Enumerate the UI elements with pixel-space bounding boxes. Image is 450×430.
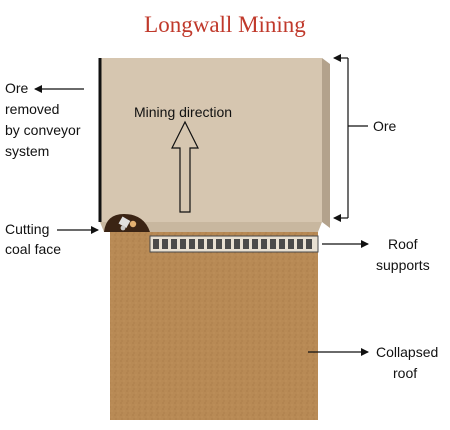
ore-removed-line-1: Ore bbox=[5, 80, 29, 96]
roof-support-block bbox=[171, 239, 177, 249]
roof-support-block bbox=[180, 239, 186, 249]
roof-supports bbox=[149, 235, 319, 253]
shearer-icon bbox=[104, 214, 150, 232]
roof-support-block bbox=[252, 239, 258, 249]
roof-support-block bbox=[216, 239, 222, 249]
roof-supports-label: Roof supports bbox=[376, 236, 430, 273]
roof-support-block bbox=[225, 239, 231, 249]
roof-support-block bbox=[198, 239, 204, 249]
cutting-coal-face-line-1: Cutting bbox=[5, 221, 49, 237]
collapsed-roof-area bbox=[110, 232, 318, 420]
roof-support-block bbox=[234, 239, 240, 249]
roof-supports-line-1: Roof bbox=[388, 236, 418, 252]
ore-removed-line-3: by conveyor bbox=[5, 122, 81, 138]
collapsed-roof-line-2: roof bbox=[393, 365, 417, 381]
mining-direction-label: Mining direction bbox=[134, 104, 232, 120]
roof-support-block bbox=[153, 239, 159, 249]
roof-support-block bbox=[261, 239, 267, 249]
roof-support-block bbox=[162, 239, 168, 249]
roof-support-block bbox=[297, 239, 303, 249]
cutting-coal-face-line-2: coal face bbox=[5, 241, 61, 257]
ore-removed-line-2: removed bbox=[5, 101, 59, 117]
roof-support-block bbox=[306, 239, 312, 249]
roof-support-block bbox=[243, 239, 249, 249]
ore-block bbox=[100, 58, 330, 232]
collapsed-roof-label: Collapsed roof bbox=[376, 344, 442, 381]
diagram-title: Longwall Mining bbox=[144, 12, 306, 37]
ore-removed-line-4: system bbox=[5, 143, 49, 159]
cutting-coal-face-label: Cutting coal face bbox=[5, 221, 61, 257]
collapsed-roof-line-1: Collapsed bbox=[376, 344, 438, 360]
ore-removed-label: Ore removed by conveyor system bbox=[5, 80, 84, 159]
roof-support-block bbox=[270, 239, 276, 249]
roof-support-block bbox=[189, 239, 195, 249]
ore-bracket bbox=[333, 54, 368, 222]
roof-support-block bbox=[288, 239, 294, 249]
roof-support-block bbox=[207, 239, 213, 249]
roof-supports-line-2: supports bbox=[376, 257, 430, 273]
roof-support-block bbox=[279, 239, 285, 249]
ore-label: Ore bbox=[373, 118, 397, 134]
mining-direction-arrow bbox=[171, 120, 199, 213]
